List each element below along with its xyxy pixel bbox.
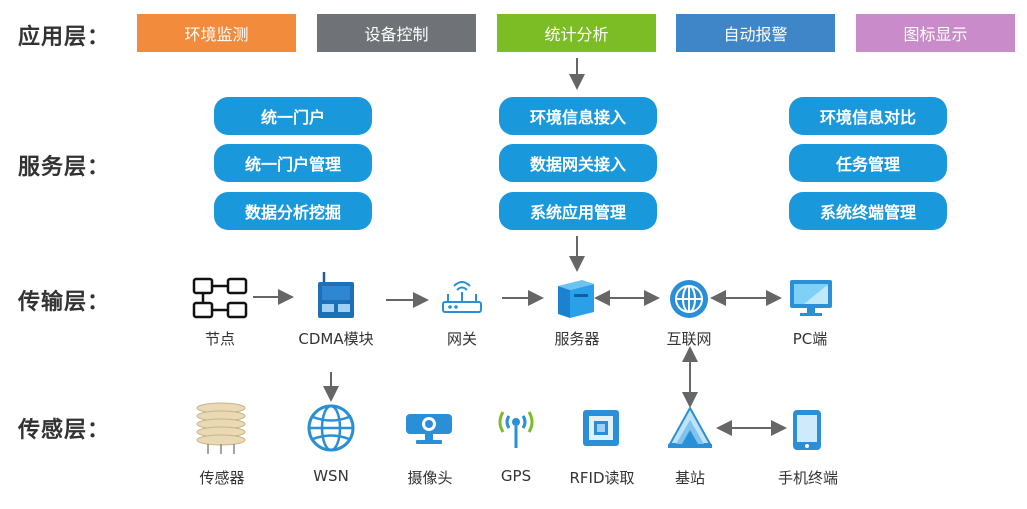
service-pill-terminal-management: 系统终端管理 <box>789 192 947 230</box>
node-label-rfid-reader: RFID读取 <box>569 469 635 487</box>
service-pill-portal-management: 统一门户管理 <box>214 144 372 182</box>
layer-label-transport: 传输层： <box>18 290 111 315</box>
node-label-internet: 互联网 <box>666 330 712 348</box>
node-label-cdma-module: CDMA模块 <box>298 330 374 348</box>
app-module-environment-monitoring: 环境监测 <box>137 14 296 52</box>
node-topology-icon <box>192 277 248 319</box>
node-label-wsn: WSN <box>313 467 349 485</box>
node-label-server: 服务器 <box>554 330 600 348</box>
mobile-phone-icon <box>793 410 821 450</box>
service-pill-gateway-access: 数据网关接入 <box>499 144 657 182</box>
service-pill-data-mining: 数据分析挖掘 <box>214 192 372 230</box>
wsn-globe-icon <box>307 404 355 452</box>
service-pill-unified-portal: 统一门户 <box>214 97 372 135</box>
node-label-mobile-terminal: 手机终端 <box>777 469 839 487</box>
camera-icon <box>406 414 452 444</box>
globe-icon <box>670 280 708 318</box>
app-module-auto-alarm: 自动报警 <box>676 14 835 52</box>
node-label-camera: 摄像头 <box>407 469 453 487</box>
layer-label-service: 服务层： <box>18 155 111 180</box>
node-label-sensor: 传感器 <box>199 469 245 487</box>
app-module-device-control: 设备控制 <box>317 14 476 52</box>
node-label-node: 节点 <box>204 330 236 348</box>
node-label-gateway: 网关 <box>446 330 478 348</box>
cdma-module-icon <box>318 272 354 318</box>
node-label-base-station: 基站 <box>674 469 706 487</box>
sensor-shelter-icon <box>196 402 246 454</box>
server-icon <box>558 280 594 318</box>
app-module-chart-display: 图标显示 <box>856 14 1015 52</box>
monitor-icon <box>790 280 832 316</box>
layer-label-application: 应用层： <box>18 25 111 50</box>
service-pill-task-management: 任务管理 <box>789 144 947 182</box>
node-label-pc: PC端 <box>792 330 828 348</box>
router-icon <box>442 281 482 313</box>
service-pill-app-management: 系统应用管理 <box>499 192 657 230</box>
rfid-chip-icon <box>583 410 619 446</box>
node-label-gps: GPS <box>500 467 532 485</box>
app-module-statistical-analysis: 统计分析 <box>497 14 656 52</box>
service-pill-env-info-compare: 环境信息对比 <box>789 97 947 135</box>
base-station-icon <box>668 405 712 448</box>
layer-label-sensing: 传感层： <box>18 418 111 443</box>
service-pill-env-info-access: 环境信息接入 <box>499 97 657 135</box>
gps-icon <box>498 411 534 448</box>
